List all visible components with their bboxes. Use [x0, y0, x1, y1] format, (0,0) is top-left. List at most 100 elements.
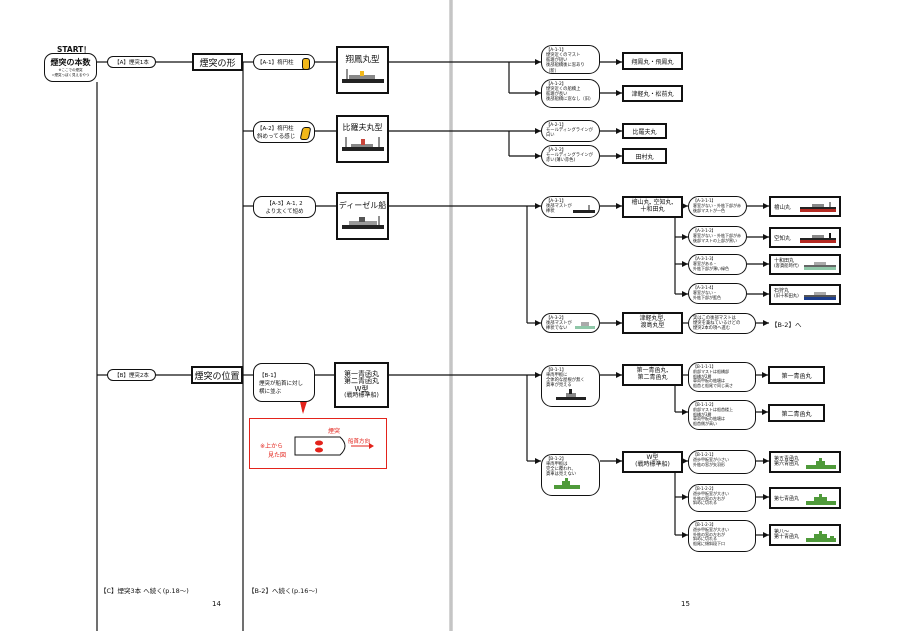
b1-1-2-result: 第二青函丸: [768, 404, 825, 422]
b1-1-node: 【B-1-1】 車両甲板に 全体的な屋根が無く 貨車が見える: [541, 365, 600, 407]
b1-2-3-result-2: 第十青函丸: [774, 534, 800, 540]
towadamaru-label-1: 十和田丸: [774, 258, 795, 265]
branch-b-label: 【B】煙突2本: [107, 369, 156, 381]
sorachimaru-ship-icon: [800, 233, 836, 243]
jump-b2-link[interactable]: 【B-2】へ: [771, 321, 802, 329]
a1-2-line-1: 煙突近くの船橋上: [546, 87, 581, 93]
a1-1-result: 翔鳳丸・飛鳳丸: [622, 52, 683, 70]
b1-2-1-title: 【B-1-2-1】: [693, 452, 716, 457]
b1-2-1-result-1: 第五青函丸: [774, 455, 800, 462]
hiyamamaru-ship-icon: [800, 202, 836, 212]
b1-2-node: 【B-1-2】 車両甲板は 完全に覆われ, 貨車は見えない: [541, 454, 600, 496]
a3-1-result: 檜山丸, 空知丸, 十和田丸: [622, 196, 683, 218]
b1-2-1-node: 【B-1-2-1】 遊歩甲板室が小さい 外舷の窓が矢羽形: [688, 450, 756, 474]
b1-2-2-node: 【B-1-2-2】 遊歩甲板室が大きい 外舷の窓の左右が 斜めに切れる: [688, 484, 756, 512]
b1-1-1-line-1: 前部マストは船橋部: [693, 368, 729, 374]
towadamaru-ship-icon: [804, 262, 836, 270]
diesel-ship-node: ディーゼル船: [336, 192, 389, 240]
b1-label-3: 横に並ぶ: [259, 388, 282, 395]
b1-1-2-line-4: 船首側が高い: [693, 421, 717, 427]
b1-2-1-result: 第五青函丸 第六青函丸: [769, 451, 841, 473]
b1-2-1-result-2: 第六青函丸: [774, 461, 800, 467]
b1-2-title: 【B-1-2】: [546, 457, 567, 462]
b1-2-3-line-4: 船尾に傾斜段下口: [693, 541, 725, 547]
a2-node: 【A-2】楕円柱 斜めってる感じ: [253, 121, 315, 143]
b1-2-result-2: (戦時標準船): [635, 461, 670, 468]
a1-node: 【A-1】楕円柱: [253, 54, 315, 70]
fig-view-label-1: ※上から: [260, 443, 284, 450]
b1-2-3-line-1: 遊歩甲板室が大きい: [693, 526, 729, 532]
b1-2-line-2: 完全に覆われ,: [546, 467, 573, 473]
seikanmaru-ship-icon: [556, 388, 586, 400]
a3-1-3-node: 【A-3-1-3】 客室がある・ 外舷下部が薄い緑色: [688, 254, 747, 275]
b1-2-2-result: 第七青函丸: [769, 487, 841, 509]
a3-2-result: 津軽丸型, 渡島丸型: [622, 312, 683, 334]
ferry-ship-icon: [341, 69, 384, 83]
a3-1-result-2: 十和田丸: [640, 206, 665, 213]
b1-2-2-title: 【B-1-2-2】: [693, 486, 716, 491]
a3-1-node: 【A-3-1】 後部マストが 棒状: [541, 196, 600, 218]
a3-1-2-line-1: 客室がない・外舷下部が赤: [693, 232, 741, 238]
a3-1-line-2: 棒状: [546, 209, 555, 215]
seikanmaru-8-ship-icon: [806, 531, 836, 542]
b1-type-1: 第一青函丸: [344, 369, 379, 378]
a3-1-1-node: 【A-3-1-1】 客室がない・外舷下部が赤 後部マストが一色: [688, 196, 747, 217]
a3-1-4-title: 【A-3-1-4】: [693, 285, 716, 290]
a3-2-note-2: 煙突を兼ねているけどの: [693, 321, 741, 327]
b1-1-1-title: 【B-1-1-1】: [693, 364, 716, 369]
a3-1-2-title: 【A-3-1-2】: [693, 228, 716, 233]
a3-1-1-title: 【A-3-1-1】: [693, 198, 716, 203]
shohomaru-type-label: 翔鳳丸型: [345, 55, 380, 65]
b1-2-3-result: 第八〜 第十青函丸: [769, 524, 841, 546]
a3-2-line-1: 後部マストが: [546, 321, 572, 327]
diesel-ship-icon: [341, 216, 384, 229]
b1-1-line-1: 車両甲板に: [546, 373, 568, 379]
seikanmaru-5-ship-icon: [806, 458, 836, 469]
a1-1-line-3: 後部船橋後に窓あり（新）: [546, 63, 585, 74]
branch-a-label: 【A】煙突1本: [107, 56, 156, 68]
b2-branch-link[interactable]: 【B-2】へ続く(p.16〜): [248, 587, 318, 595]
a2-2-title: 【A-2-2】: [546, 148, 567, 153]
towadamaru-result: 十和田丸 (客貨船時代): [769, 254, 841, 275]
a3-1-4-line-2: 外舷下部が藍色: [693, 294, 721, 300]
b1-1-result: 第一青函丸, 第二青函丸: [622, 364, 683, 386]
sorachimaru-label: 空知丸: [774, 235, 791, 242]
ishikarimaru-label-2: (旧十和田丸): [774, 293, 799, 299]
a3-1-2-node: 【A-3-1-2】 客室がない・外舷下部が赤 後部マストの上部が黒い: [688, 226, 747, 247]
hiyamamaru-label: 檜山丸: [774, 204, 791, 211]
b1-label-1: 【B-1】: [259, 372, 280, 379]
b1-2-3-line-3: 斜めに切れる: [693, 536, 717, 542]
a2-1-line-1: モールディングラインが: [546, 128, 593, 134]
a3-1-1-line-1: 客室がない・外舷下部が赤: [693, 202, 741, 208]
a3-2-explanation: 実はこの後部マストは 煙突を兼ねているけどの 煙突2本の項へ進む: [688, 313, 756, 334]
b1-2-line-3: 貨車は見えない: [546, 472, 577, 478]
a1-1-line-2: 舷墻が短い: [546, 58, 568, 64]
b1-1-result-1: 第一青函丸,: [636, 367, 669, 375]
a1-2-title: 【A-1-2】: [546, 82, 567, 87]
c-branch-link[interactable]: 【C】煙突3本 へ続く(p.18〜): [100, 587, 189, 595]
a3-2-line-2: 棒状でない: [546, 326, 568, 332]
a3-1-1-line-2: 後部マストが一色: [693, 207, 725, 213]
top-view-figure: 煙突 ※上から 見た図 船首方向: [249, 418, 387, 469]
a1-1-line-1: 煙突近くのマスト: [546, 53, 581, 59]
a1-2-result: 津軽丸・松前丸: [622, 85, 683, 102]
a3-1-line-1: 後部マストが: [546, 204, 572, 210]
a2-label-2: 斜めってる感じ: [257, 134, 296, 140]
a1-2-line-3: 後部船橋に窓なし（旧）: [546, 97, 594, 103]
b1-1-result-2: 第二青函丸: [637, 374, 668, 381]
a2-1-line-2: 白い: [546, 133, 555, 139]
b1-2-2-line-2: 外舷の窓の左右が: [693, 495, 725, 501]
b1-label-2: 煙突が船首に対し: [259, 380, 304, 387]
a3-2-title: 【A-3-2】: [546, 316, 567, 321]
b1-2-2-line-3: 斜めに切れる: [693, 500, 717, 506]
a1-1-node: 【A-1-1】 煙突近くのマスト 舷墻が短い 後部船橋後に窓あり（新）: [541, 45, 600, 74]
hull-top-view-icon: [294, 436, 374, 456]
b1-1-1-line-3: 車両甲板の舷墻は: [693, 378, 725, 384]
ishikarimaru-label-1: 石狩丸: [774, 288, 790, 295]
diesel-ship-label: ディーゼル船: [338, 201, 387, 210]
mast-ship-icon: [573, 205, 595, 213]
seikanmaru-type-node: 第一青函丸 第二青函丸 W型 (戦時標準船): [334, 362, 389, 408]
a1-2-node: 【A-1-2】 煙突近くの船橋上 舷墻が長い 後部船橋に窓なし（旧）: [541, 79, 600, 108]
b1-2-3-result-1: 第八〜: [774, 528, 790, 535]
